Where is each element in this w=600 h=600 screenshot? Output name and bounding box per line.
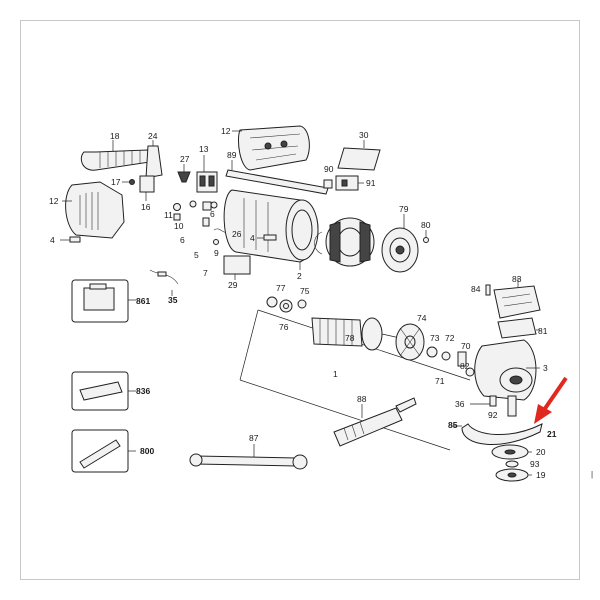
- nut-93-part: [505, 460, 519, 468]
- label-16: 16: [141, 202, 151, 212]
- label-75: 75: [300, 286, 310, 296]
- label-9: 9: [214, 248, 219, 258]
- spindle-part: [470, 395, 517, 417]
- label-88: 88: [357, 394, 367, 404]
- small-parts-group: [173, 200, 229, 245]
- bearing-plate-part: [381, 214, 419, 273]
- armature-assembly: [239, 296, 475, 451]
- label-35: 35: [168, 295, 178, 305]
- label-90: 90: [324, 164, 334, 174]
- screw-part-2: [257, 234, 277, 241]
- carrying-case-box: [71, 279, 136, 323]
- label-74: 74: [417, 313, 427, 323]
- label-21: 21: [547, 429, 557, 439]
- label-861: 861: [136, 296, 150, 306]
- label-27: 27: [180, 154, 190, 164]
- label-93: 93: [530, 459, 540, 469]
- stator-part: [314, 217, 375, 267]
- wheel-guard-part: [452, 423, 543, 445]
- brush-part: [177, 164, 191, 183]
- label-4-left: 4: [50, 235, 55, 245]
- edge-mark: |: [591, 470, 594, 479]
- switch-rod-part: [225, 160, 329, 195]
- label-81: 81: [538, 326, 548, 336]
- cable-part: [149, 269, 179, 296]
- label-5: 5: [194, 250, 199, 260]
- label-3: 3: [543, 363, 548, 373]
- label-70: 70: [461, 341, 471, 351]
- label-89: 89: [227, 150, 237, 160]
- connector-part: [323, 175, 364, 191]
- motor-housing-part: [223, 189, 319, 270]
- label-18: 18: [110, 131, 120, 141]
- label-10: 10: [174, 221, 184, 231]
- label-12-top: 12: [221, 126, 231, 136]
- label-836: 836: [136, 386, 150, 396]
- label-73: 73: [430, 333, 440, 343]
- label-plate-part: [337, 140, 381, 171]
- label-19: 19: [536, 470, 546, 480]
- label-84: 84: [471, 284, 481, 294]
- small-screw-part: [423, 230, 429, 243]
- side-handle-part: [333, 397, 417, 447]
- label-2: 2: [297, 271, 302, 281]
- label-77: 77: [276, 283, 286, 293]
- label-24: 24: [148, 131, 158, 141]
- label-85: 85: [448, 420, 458, 430]
- accessory-800-box: [71, 429, 136, 473]
- label-12-left: 12: [49, 196, 59, 206]
- gear-cover-part: [493, 278, 541, 319]
- gear-head-housing-part: [474, 339, 540, 401]
- label-20: 20: [536, 447, 546, 457]
- switch-part: [196, 155, 218, 193]
- power-cord-part: [80, 140, 151, 171]
- label-30: 30: [359, 130, 369, 140]
- label-11: 11: [164, 210, 173, 220]
- cord-guard-part: [145, 140, 163, 179]
- label-72: 72: [445, 333, 455, 343]
- highlight-arrow-icon: [534, 376, 568, 424]
- label-6-upper: 6: [210, 209, 215, 219]
- label-91: 91: [366, 178, 376, 188]
- rear-housing-part: [62, 181, 125, 239]
- label-36: 36: [455, 399, 465, 409]
- label-7: 7: [203, 268, 208, 278]
- label-800: 800: [140, 446, 154, 456]
- nut-19-part: [495, 468, 532, 482]
- label-87: 87: [249, 433, 259, 443]
- label-76: 76: [279, 322, 289, 332]
- screw-part: [60, 236, 81, 243]
- label-83: 83: [512, 274, 522, 284]
- label-78: 78: [345, 333, 355, 343]
- label-6-lower: 6: [180, 235, 185, 245]
- label-71: 71: [435, 376, 445, 386]
- label-92: 92: [488, 410, 498, 420]
- head-screw-part: [485, 284, 491, 296]
- spanner-wrench-part: [189, 444, 308, 470]
- diagram-frame: [20, 20, 580, 580]
- label-79: 79: [399, 204, 409, 214]
- label-80: 80: [421, 220, 431, 230]
- label-13: 13: [199, 144, 209, 154]
- gasket-part: [497, 317, 540, 339]
- accessory-836-box: [71, 371, 136, 411]
- gear-housing-top-part: [232, 125, 310, 171]
- cord-clamp-part: [122, 175, 155, 201]
- flange-part: [491, 444, 532, 460]
- label-26: 26: [232, 229, 242, 239]
- label-4-mid: 4: [250, 233, 255, 243]
- label-1: 1: [333, 369, 338, 379]
- label-29: 29: [228, 280, 238, 290]
- label-17: 17: [111, 177, 121, 187]
- label-82: 82: [460, 361, 470, 371]
- plate-part: [223, 255, 251, 280]
